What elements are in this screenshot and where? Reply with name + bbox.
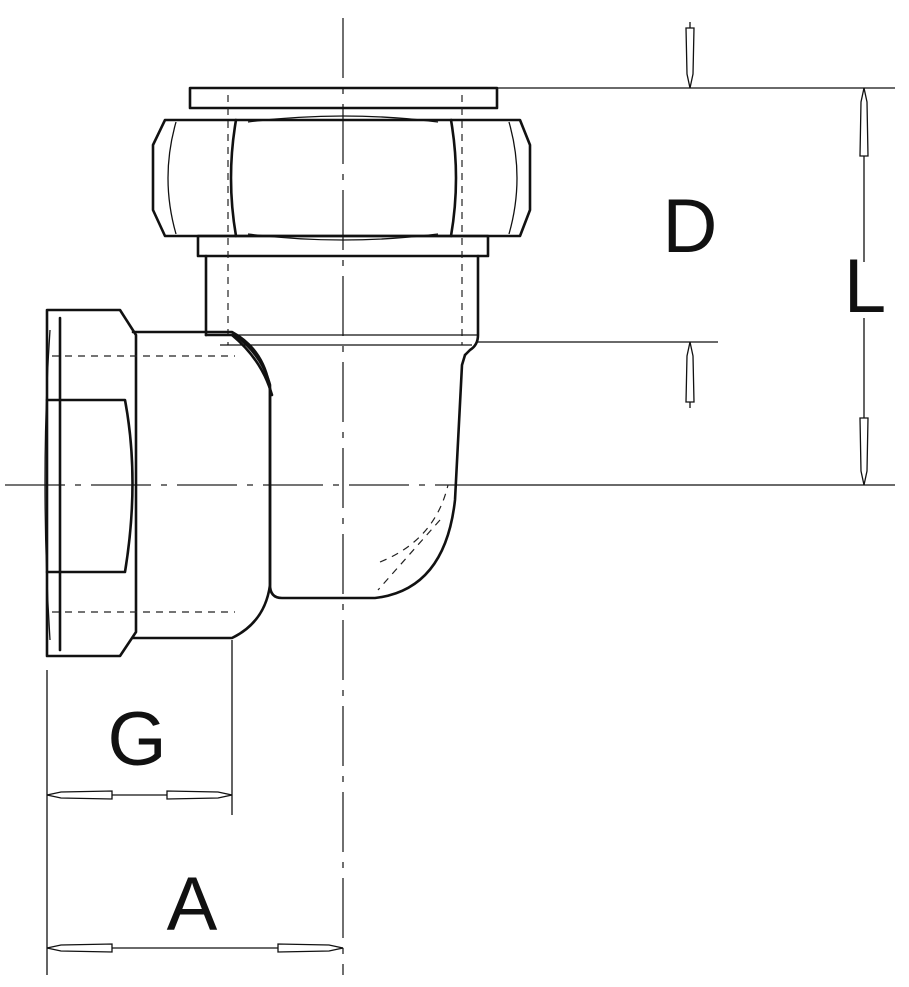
elbow-hidden-curve <box>377 519 441 591</box>
dim-a-arrow-right <box>277 943 344 953</box>
nut-bottom-collar <box>196 234 490 258</box>
hex-chamfer-top <box>247 115 439 123</box>
dim-d-arrow-bottom <box>685 341 695 403</box>
dim-g-arrow-right <box>166 790 233 800</box>
elbow-outer-contour <box>204 333 467 600</box>
dim-g-arrow-left <box>46 790 113 800</box>
dim-l-label-bg <box>845 262 885 318</box>
dimension-a: A <box>46 862 344 953</box>
dim-l-label: L <box>844 244 886 329</box>
dim-l-arrow-bottom <box>859 417 869 486</box>
elbow-body <box>204 333 467 600</box>
side-hex-chamfer <box>44 329 51 641</box>
neck-right-edge <box>463 254 480 357</box>
dim-l-arrow-top <box>859 87 869 157</box>
dim-a-label: A <box>167 862 218 947</box>
hex-nut <box>151 118 532 238</box>
socket-body <box>131 330 272 640</box>
dim-g-label: G <box>107 697 166 782</box>
dim-d-label: D <box>663 184 718 269</box>
dimension-d: D <box>478 22 895 408</box>
elbow-inner-shoulder <box>230 333 274 397</box>
compression-nut <box>151 86 532 345</box>
hex-chamfer-right <box>508 121 518 235</box>
nut-top-cap <box>188 86 499 110</box>
dim-d-arrow-top <box>685 27 695 89</box>
dimension-l: L <box>470 87 895 486</box>
center-lines <box>5 18 470 975</box>
hex-face-right <box>449 118 458 238</box>
hex-chamfer-left <box>167 121 177 235</box>
dimension-g: G <box>46 640 233 975</box>
dim-a-arrow-left <box>46 943 113 953</box>
side-hex <box>45 308 138 658</box>
side-port <box>44 308 272 658</box>
hex-face-left <box>229 118 238 238</box>
side-hex-face <box>45 398 134 574</box>
elbow-hidden-arc <box>379 484 449 563</box>
body-neck <box>204 254 480 357</box>
